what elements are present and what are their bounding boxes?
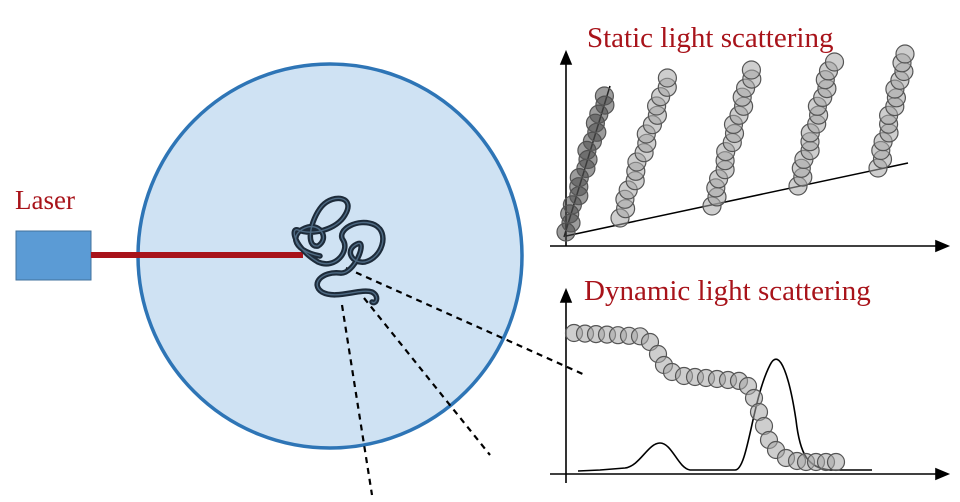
laser-label: Laser [15,185,75,215]
laser-source-icon [15,230,92,281]
static-markers [556,44,915,242]
marker [895,44,915,64]
static-panel-title: Static light scattering [587,22,833,54]
scattered-rays [340,266,586,496]
marker [657,68,678,88]
dynamic-panel-title: Dynamic light scattering [584,275,871,307]
marker [824,52,845,72]
dynamic-markers [564,323,846,472]
scattered-ray [363,297,491,456]
marker [826,452,846,472]
size-distribution-curve [577,358,872,472]
marker [594,86,615,106]
polymer-coil-highlight [293,197,384,304]
marker [741,60,762,80]
static-axes [550,49,951,253]
